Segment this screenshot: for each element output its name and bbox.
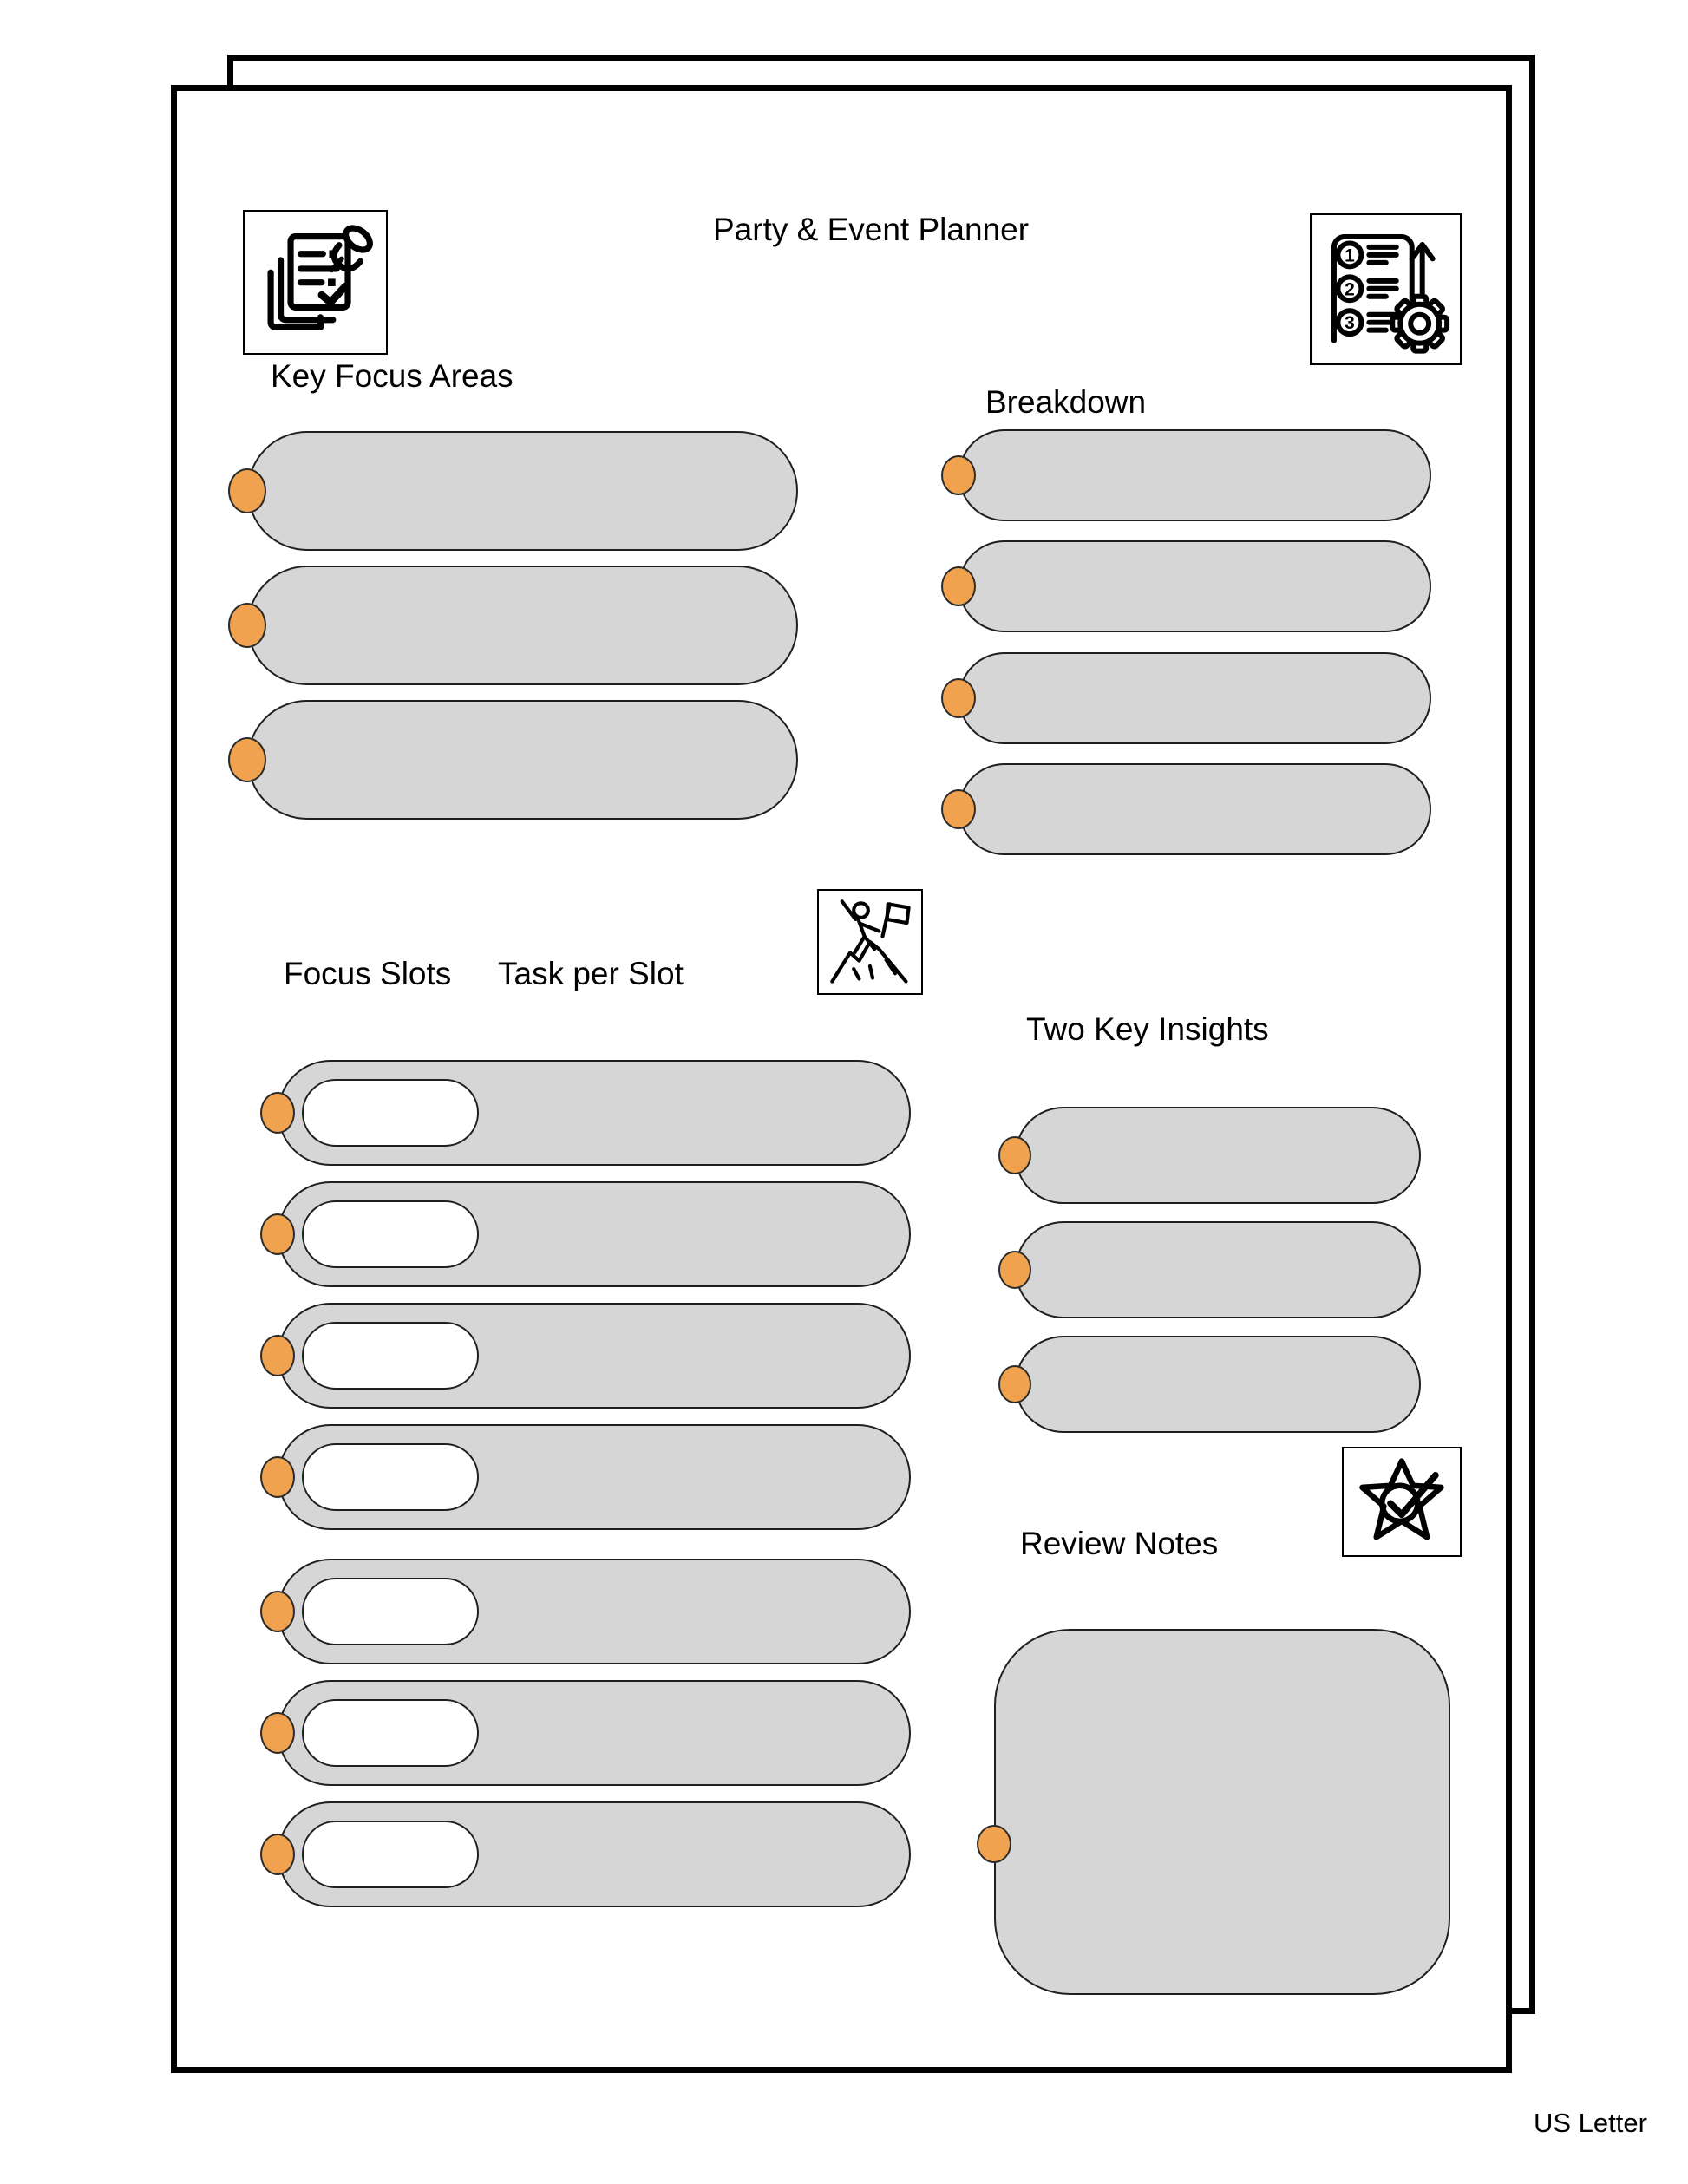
breakdown-slot[interactable] — [958, 429, 1431, 521]
bullet-dot — [228, 603, 266, 648]
breakdown-heading: Breakdown — [985, 384, 1147, 420]
svg-text:2: 2 — [1345, 279, 1355, 299]
focus-slots-slot[interactable] — [278, 1559, 911, 1664]
slot-label-field[interactable] — [302, 1821, 479, 1888]
review-notes-heading: Review Notes — [1020, 1526, 1219, 1561]
bullet-dot — [998, 1136, 1031, 1174]
bullet-dot — [941, 455, 976, 495]
bullet-dot — [998, 1365, 1031, 1403]
bullet-dot — [260, 1092, 295, 1134]
bullet-dot — [228, 468, 266, 513]
bullet-dot — [260, 1335, 295, 1376]
breakdown-slot[interactable] — [958, 540, 1431, 632]
slot-label-field[interactable] — [302, 1443, 479, 1511]
mountain-climber-flag-icon — [817, 889, 923, 995]
key-focus-areas-slot[interactable] — [247, 431, 798, 551]
two-key-insights-slot[interactable] — [1015, 1107, 1421, 1204]
two-key-insights-heading: Two Key Insights — [1026, 1011, 1269, 1047]
bullet-dot — [260, 1712, 295, 1754]
key-focus-areas-slot[interactable] — [247, 700, 798, 820]
star-check-icon — [1342, 1447, 1462, 1557]
slot-label-field[interactable] — [302, 1079, 479, 1147]
bullet-dot — [260, 1456, 295, 1498]
slot-label-field[interactable] — [302, 1578, 479, 1645]
bullet-dot — [941, 789, 976, 829]
bullet-dot — [998, 1251, 1031, 1289]
bullet-dot — [941, 566, 976, 606]
numbered-steps-gear-icon: 1 2 3 — [1310, 213, 1462, 365]
review-notes-field[interactable] — [994, 1629, 1450, 1995]
breakdown-slot[interactable] — [958, 763, 1431, 855]
key-focus-areas-slot[interactable] — [247, 566, 798, 685]
focus-slots-slot[interactable] — [278, 1680, 911, 1786]
bullet-dot — [941, 678, 976, 718]
review-notes-bullet-dot — [977, 1825, 1011, 1863]
focus-slots-heading: Focus Slots — [284, 956, 452, 991]
page-title: Party & Event Planner — [713, 212, 1030, 247]
bullet-dot — [260, 1834, 295, 1875]
pinned-notes-icon — [243, 210, 388, 355]
slot-label-field[interactable] — [302, 1322, 479, 1390]
task-per-slot-heading: Task per Slot — [498, 956, 684, 991]
slot-label-field[interactable] — [302, 1200, 479, 1268]
slot-label-field[interactable] — [302, 1699, 479, 1767]
breakdown-slot[interactable] — [958, 652, 1431, 744]
svg-text:3: 3 — [1345, 313, 1355, 333]
svg-text:1: 1 — [1345, 246, 1355, 266]
key-focus-areas-heading: Key Focus Areas — [271, 358, 514, 394]
bullet-dot — [228, 737, 266, 782]
bullet-dot — [260, 1591, 295, 1632]
paper-size-label: US Letter — [1534, 2108, 1647, 2138]
two-key-insights-slot[interactable] — [1015, 1336, 1421, 1433]
bullet-dot — [260, 1213, 295, 1255]
two-key-insights-slot[interactable] — [1015, 1221, 1421, 1318]
